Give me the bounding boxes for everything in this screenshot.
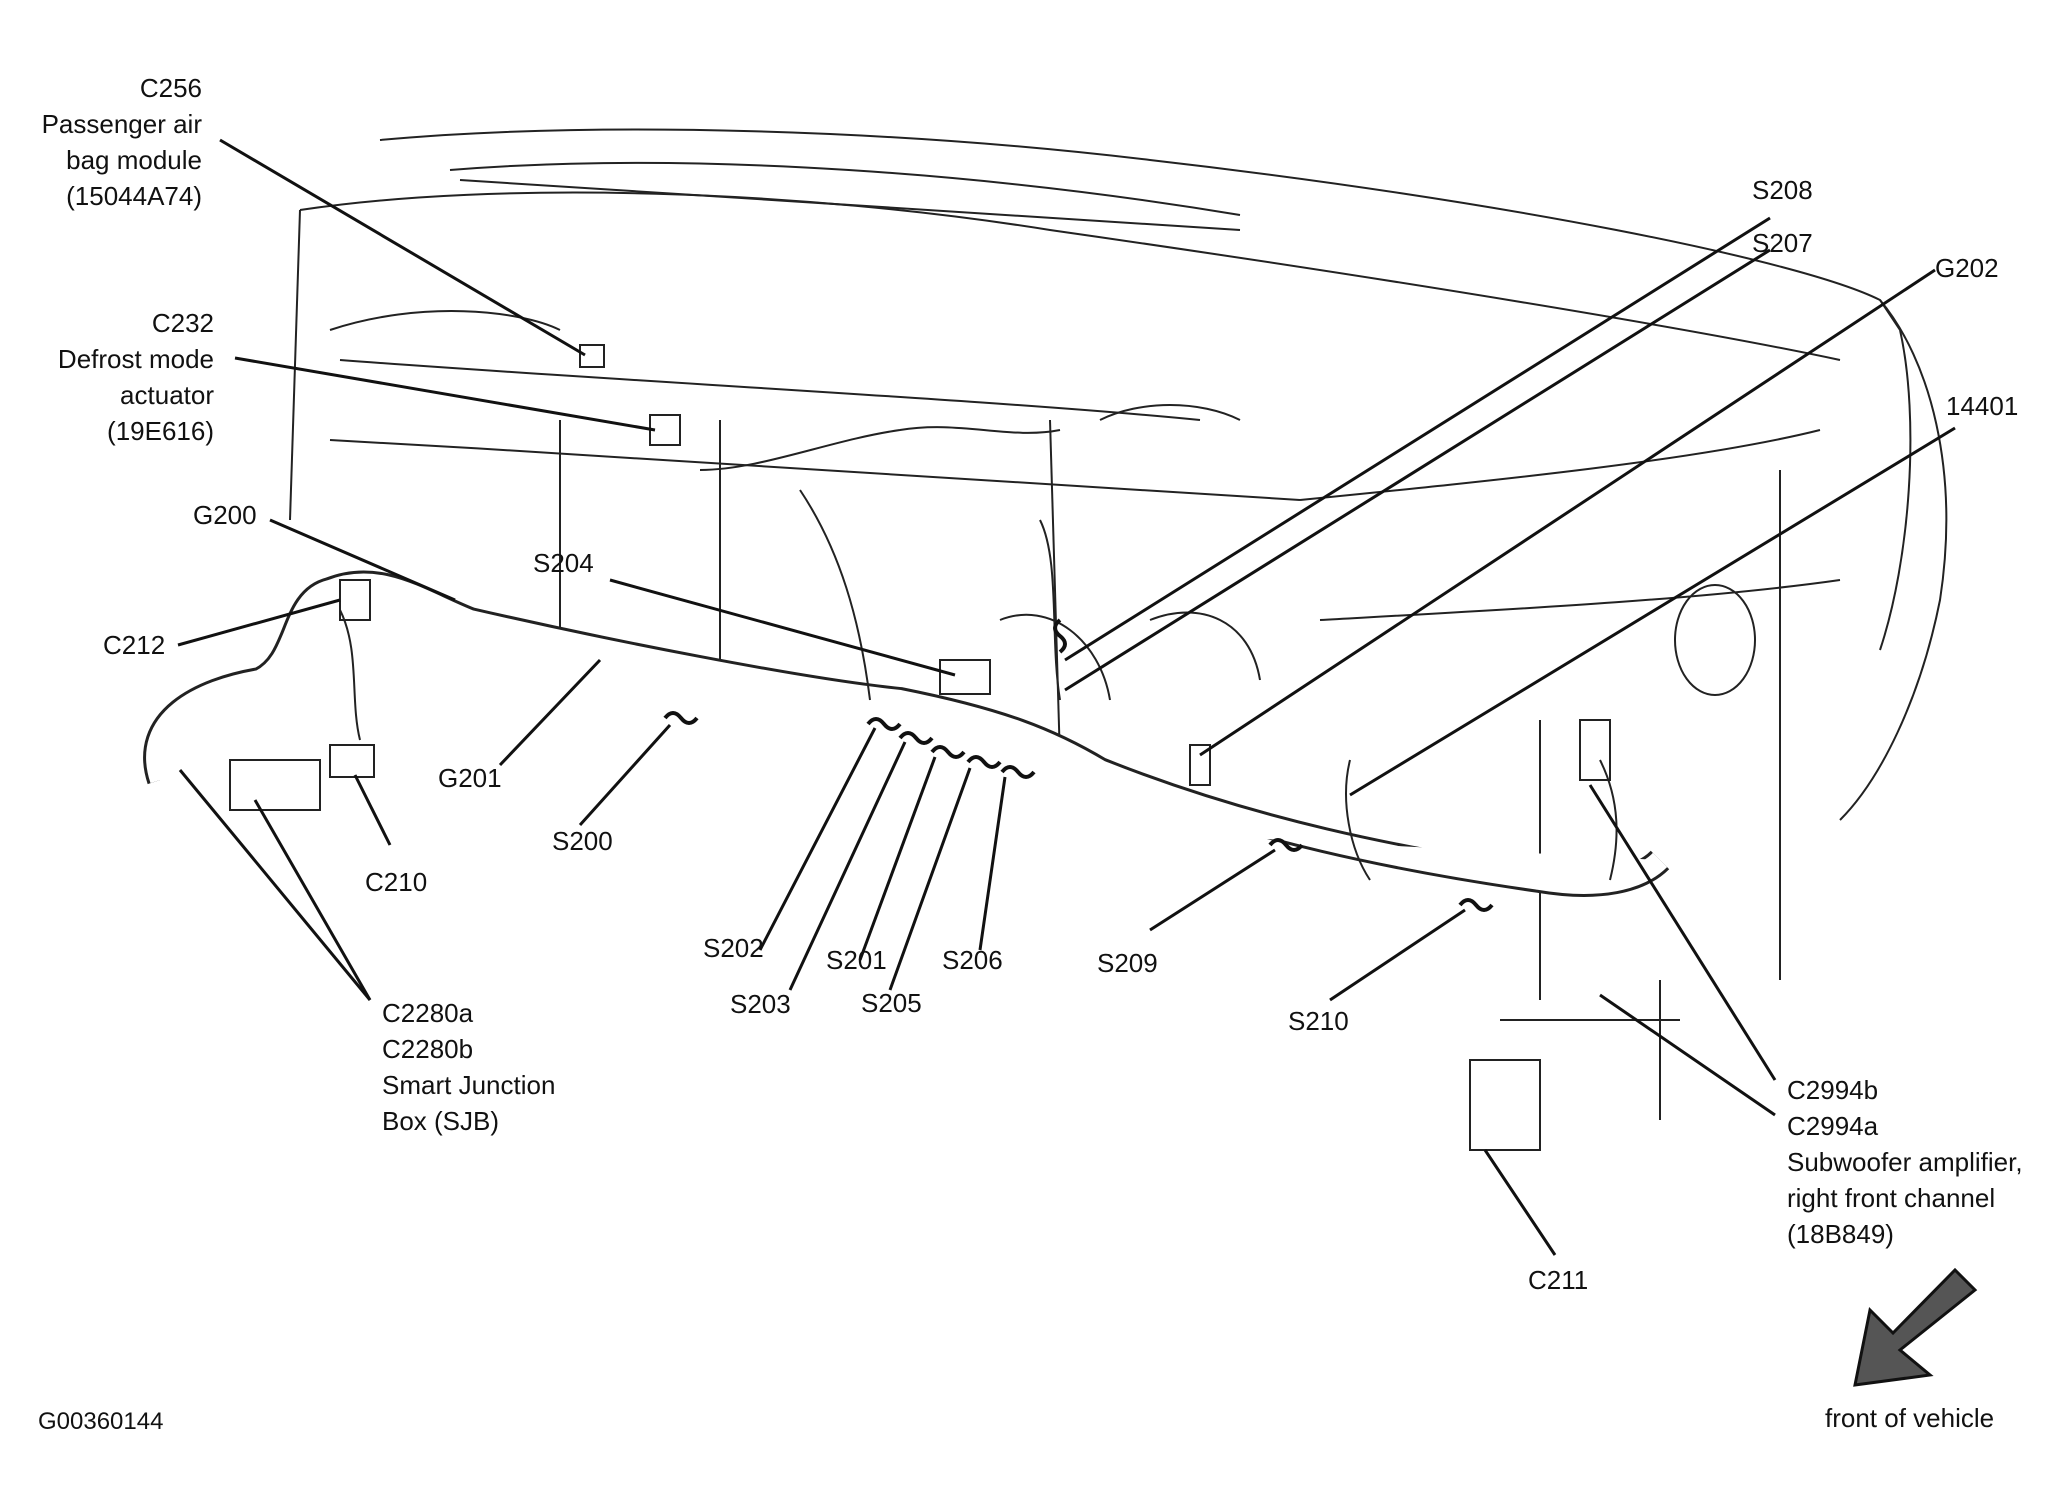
label-c232-line-4: (19E616) bbox=[107, 416, 214, 446]
label-s210: S210 bbox=[1288, 1006, 1349, 1036]
label-c232-line-2: Defrost mode bbox=[57, 344, 214, 374]
splice-marks bbox=[663, 618, 1494, 912]
label-s208: S208 bbox=[1752, 175, 1813, 205]
instrument-panel-outline bbox=[289, 128, 1948, 1120]
label-s206: S206 bbox=[942, 945, 1003, 975]
label-c232: C232 Defrost mode actuator (19E616) bbox=[0, 305, 214, 449]
label-c2280-line-1: C2280a bbox=[382, 998, 474, 1028]
leader-lines bbox=[177, 138, 1956, 1256]
wiring-harness bbox=[143, 404, 1670, 897]
label-c2280: C2280a C2280b Smart Junction Box (SJB) bbox=[382, 995, 555, 1139]
label-c232-line-3: actuator bbox=[120, 380, 214, 410]
label-c232-line-1: C232 bbox=[151, 308, 214, 338]
label-c2994-line-5: (18B849) bbox=[1787, 1219, 1894, 1249]
label-c2994-line-2: C2994a bbox=[1787, 1111, 1879, 1141]
label-c256: C256 Passenger air bag module (15044A74) bbox=[0, 70, 202, 214]
smart-junction-box bbox=[229, 759, 321, 811]
connector-c210 bbox=[329, 744, 375, 778]
label-c2994-line-3: Subwoofer amplifier, bbox=[1787, 1147, 2023, 1177]
label-g200: G200 bbox=[193, 500, 257, 530]
connector-s204-area bbox=[939, 659, 991, 695]
label-g202: G202 bbox=[1935, 253, 1999, 283]
label-14401: 14401 bbox=[1946, 391, 2019, 421]
label-c2994-line-1: C2994b bbox=[1787, 1075, 1879, 1105]
label-c256-line-4: (15044A74) bbox=[66, 181, 202, 211]
connector-blocks bbox=[229, 344, 1611, 1151]
connector-c2994 bbox=[1579, 719, 1611, 781]
label-s205: S205 bbox=[861, 988, 922, 1018]
figure-id: G00360144 bbox=[38, 1408, 164, 1435]
label-c256-line-1: C256 bbox=[139, 73, 202, 103]
label-c2280-line-4: Box (SJB) bbox=[382, 1106, 500, 1136]
label-s201: S201 bbox=[826, 945, 887, 975]
label-c212: C212 bbox=[103, 630, 166, 660]
label-s209: S209 bbox=[1097, 948, 1158, 978]
label-g201: G201 bbox=[438, 763, 502, 793]
connector-c211 bbox=[1469, 1059, 1541, 1151]
label-c2994: C2994b C2994a Subwoofer amplifier, right… bbox=[1787, 1072, 2023, 1252]
front-of-vehicle-arrow bbox=[1853, 1267, 1978, 1387]
front-of-vehicle-label: front of vehicle bbox=[1825, 1403, 1995, 1433]
connector-c256 bbox=[579, 344, 605, 368]
label-s207: S207 bbox=[1752, 228, 1813, 258]
label-c2994-line-4: right front channel bbox=[1787, 1183, 1996, 1213]
label-s200: S200 bbox=[552, 826, 613, 856]
label-c256-line-2: Passenger air bbox=[41, 109, 202, 139]
label-c2280-line-2: C2280b bbox=[382, 1034, 474, 1064]
label-c2280-line-3: Smart Junction bbox=[382, 1070, 556, 1100]
label-c210: C210 bbox=[365, 867, 428, 897]
label-s203: S203 bbox=[730, 989, 791, 1019]
label-c211: C211 bbox=[1528, 1265, 1589, 1295]
label-s204: S204 bbox=[533, 548, 594, 578]
label-c256-line-3: bag module bbox=[66, 145, 202, 175]
label-s202: S202 bbox=[703, 933, 764, 963]
ground-g202 bbox=[1189, 744, 1211, 786]
